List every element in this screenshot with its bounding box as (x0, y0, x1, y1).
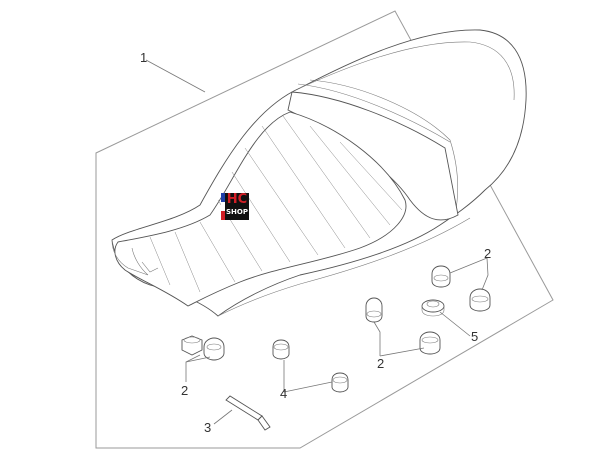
logo-hc-text: HC (226, 192, 248, 207)
logo-shop-text: SHOP (226, 208, 248, 216)
callout-2-middle: 2 (377, 356, 384, 371)
rubber-buffer-group-middle (365, 297, 441, 355)
seat-pleats (149, 115, 403, 293)
grommet-part (421, 299, 445, 317)
callout-5: 5 (471, 329, 478, 344)
hc-shop-logo: HC SHOP (221, 193, 249, 220)
spacer-group (272, 339, 349, 393)
callout-4: 4 (280, 386, 287, 401)
callout-3: 3 (204, 420, 211, 435)
callout-1: 1 (140, 50, 147, 65)
seat-part (111, 29, 527, 317)
rubber-buffer-group-left (181, 335, 225, 361)
logo-flag-stripe (221, 193, 225, 220)
callout-2-right: 2 (484, 246, 491, 261)
rubber-buffer-group-right (431, 265, 491, 312)
callout-2-left: 2 (181, 383, 188, 398)
isometric-frame (95, 10, 554, 449)
hex-key-part (225, 395, 271, 431)
